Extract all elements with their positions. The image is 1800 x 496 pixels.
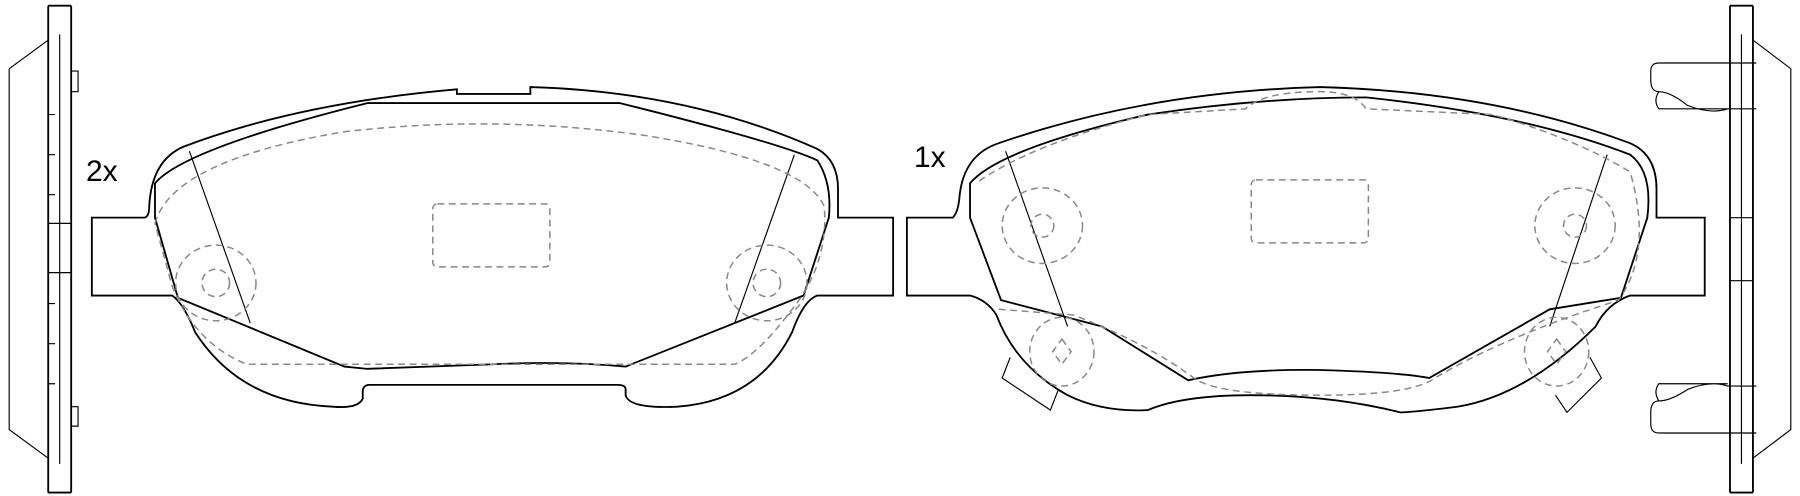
brake-pad-right	[905, 86, 1706, 414]
quantity-label-left: 2x	[86, 155, 118, 188]
right-side-view	[1650, 4, 1792, 494]
left-side-view	[8, 4, 79, 494]
quantity-label-right: 1x	[914, 141, 946, 174]
brake-pad-left	[90, 86, 895, 408]
